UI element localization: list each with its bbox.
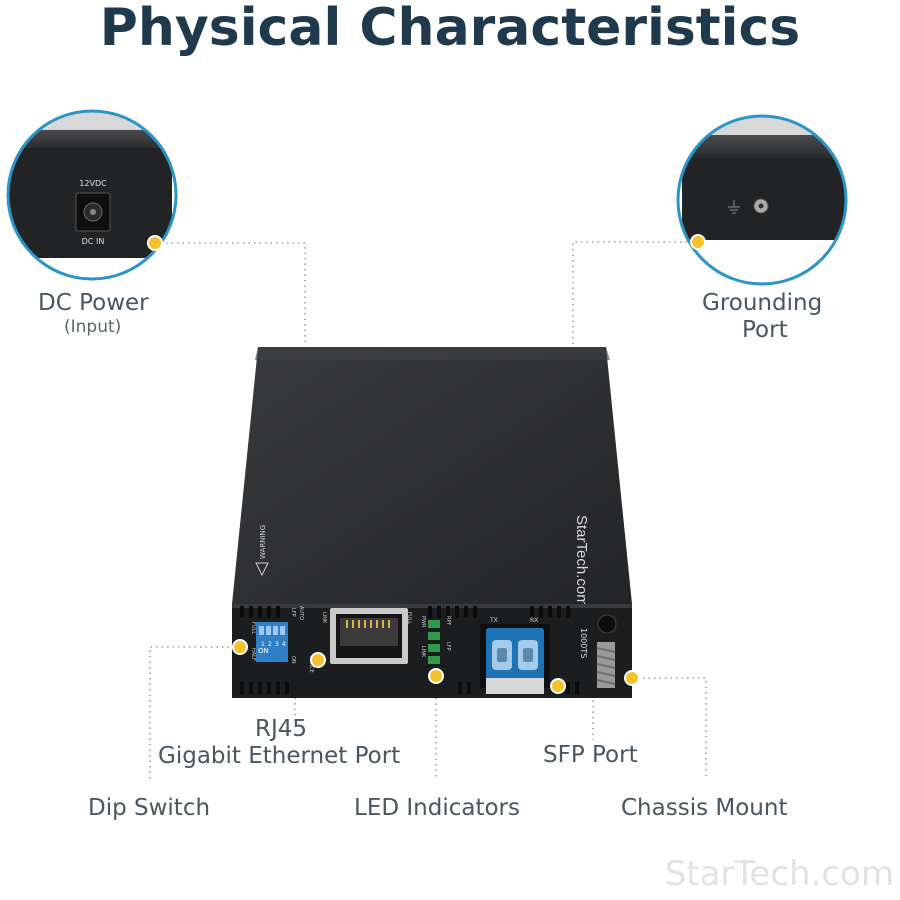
warning-text: WARNING — [259, 525, 267, 559]
dc-in-text: DC IN — [82, 237, 105, 246]
led-indicators-label: LED Indicators — [354, 795, 520, 821]
grounding-label-line1: Grounding — [702, 290, 823, 316]
chassis-mount-label: Chassis Mount — [621, 795, 788, 821]
dip-side-label: FULL — [250, 622, 256, 634]
callout-dot — [624, 670, 640, 686]
dip-number: 1 — [261, 641, 265, 648]
sfp-label: TX — [489, 617, 498, 624]
led-label: LFP — [445, 642, 451, 651]
led-indicators: PWR LINK RPF LFP — [420, 616, 451, 664]
dip-side-label: HALF — [250, 648, 256, 661]
callout-dot — [147, 235, 163, 251]
dip-number: 2 — [268, 641, 272, 648]
led-label: PWR — [420, 616, 426, 628]
page-title: Physical Characteristics — [99, 0, 801, 58]
chassis-mount-screw — [596, 642, 616, 688]
ground-symbol-icon — [728, 200, 740, 214]
led-label: LINK — [420, 646, 426, 658]
dc-power-sublabel: (Input) — [64, 317, 122, 337]
watermark: StarTech.com — [664, 854, 894, 894]
dc-power-zoom-circle: 12VDC DC IN — [6, 109, 178, 281]
dip-number: 4 — [282, 641, 286, 648]
model-number-text: 1000TS — [579, 628, 588, 658]
sfp-port-label: SFP Port — [543, 742, 638, 768]
sfp-label: RX — [530, 617, 538, 624]
dip-switch-block: ON 1 2 3 4 FULL HALF LFP AUTO ON FORCE — [250, 606, 314, 673]
dip-side-label: AUTO — [298, 606, 304, 620]
dip-side-label: ON — [290, 656, 296, 664]
dip-side-label: FORCE — [308, 656, 314, 673]
dip-side-label: LFP — [290, 608, 296, 617]
rj45-label-line1: RJ45 — [255, 716, 308, 742]
dip-number: 3 — [275, 641, 279, 648]
callout-dot — [550, 678, 566, 694]
sfp-port: TX RX — [480, 617, 550, 694]
media-converter-device: WARNING StarTech.com — [232, 347, 632, 698]
device-brand-logo: StarTech.com — [573, 515, 590, 607]
grounding-zoom-circle — [676, 114, 848, 286]
dip-on-text: ON — [258, 647, 269, 655]
power-rating-text: 12VDC — [79, 179, 107, 188]
callout-dot — [690, 234, 706, 250]
rj45-label: LINK — [321, 612, 327, 624]
rj45-label: FULL — [406, 612, 412, 624]
dip-switch-label: Dip Switch — [88, 795, 211, 821]
callout-dot — [232, 639, 248, 655]
callout-dot — [310, 652, 326, 668]
vent-slots — [240, 606, 579, 694]
led-label: RPF — [445, 616, 451, 625]
grounding-label-line2: Port — [742, 317, 788, 343]
callout-dots — [147, 234, 706, 694]
rj45-port: LINK FULL — [321, 608, 412, 664]
callout-dot — [428, 668, 444, 684]
rj45-label-line2: Gigabit Ethernet Port — [158, 743, 401, 769]
dc-power-label: DC Power — [38, 290, 149, 316]
